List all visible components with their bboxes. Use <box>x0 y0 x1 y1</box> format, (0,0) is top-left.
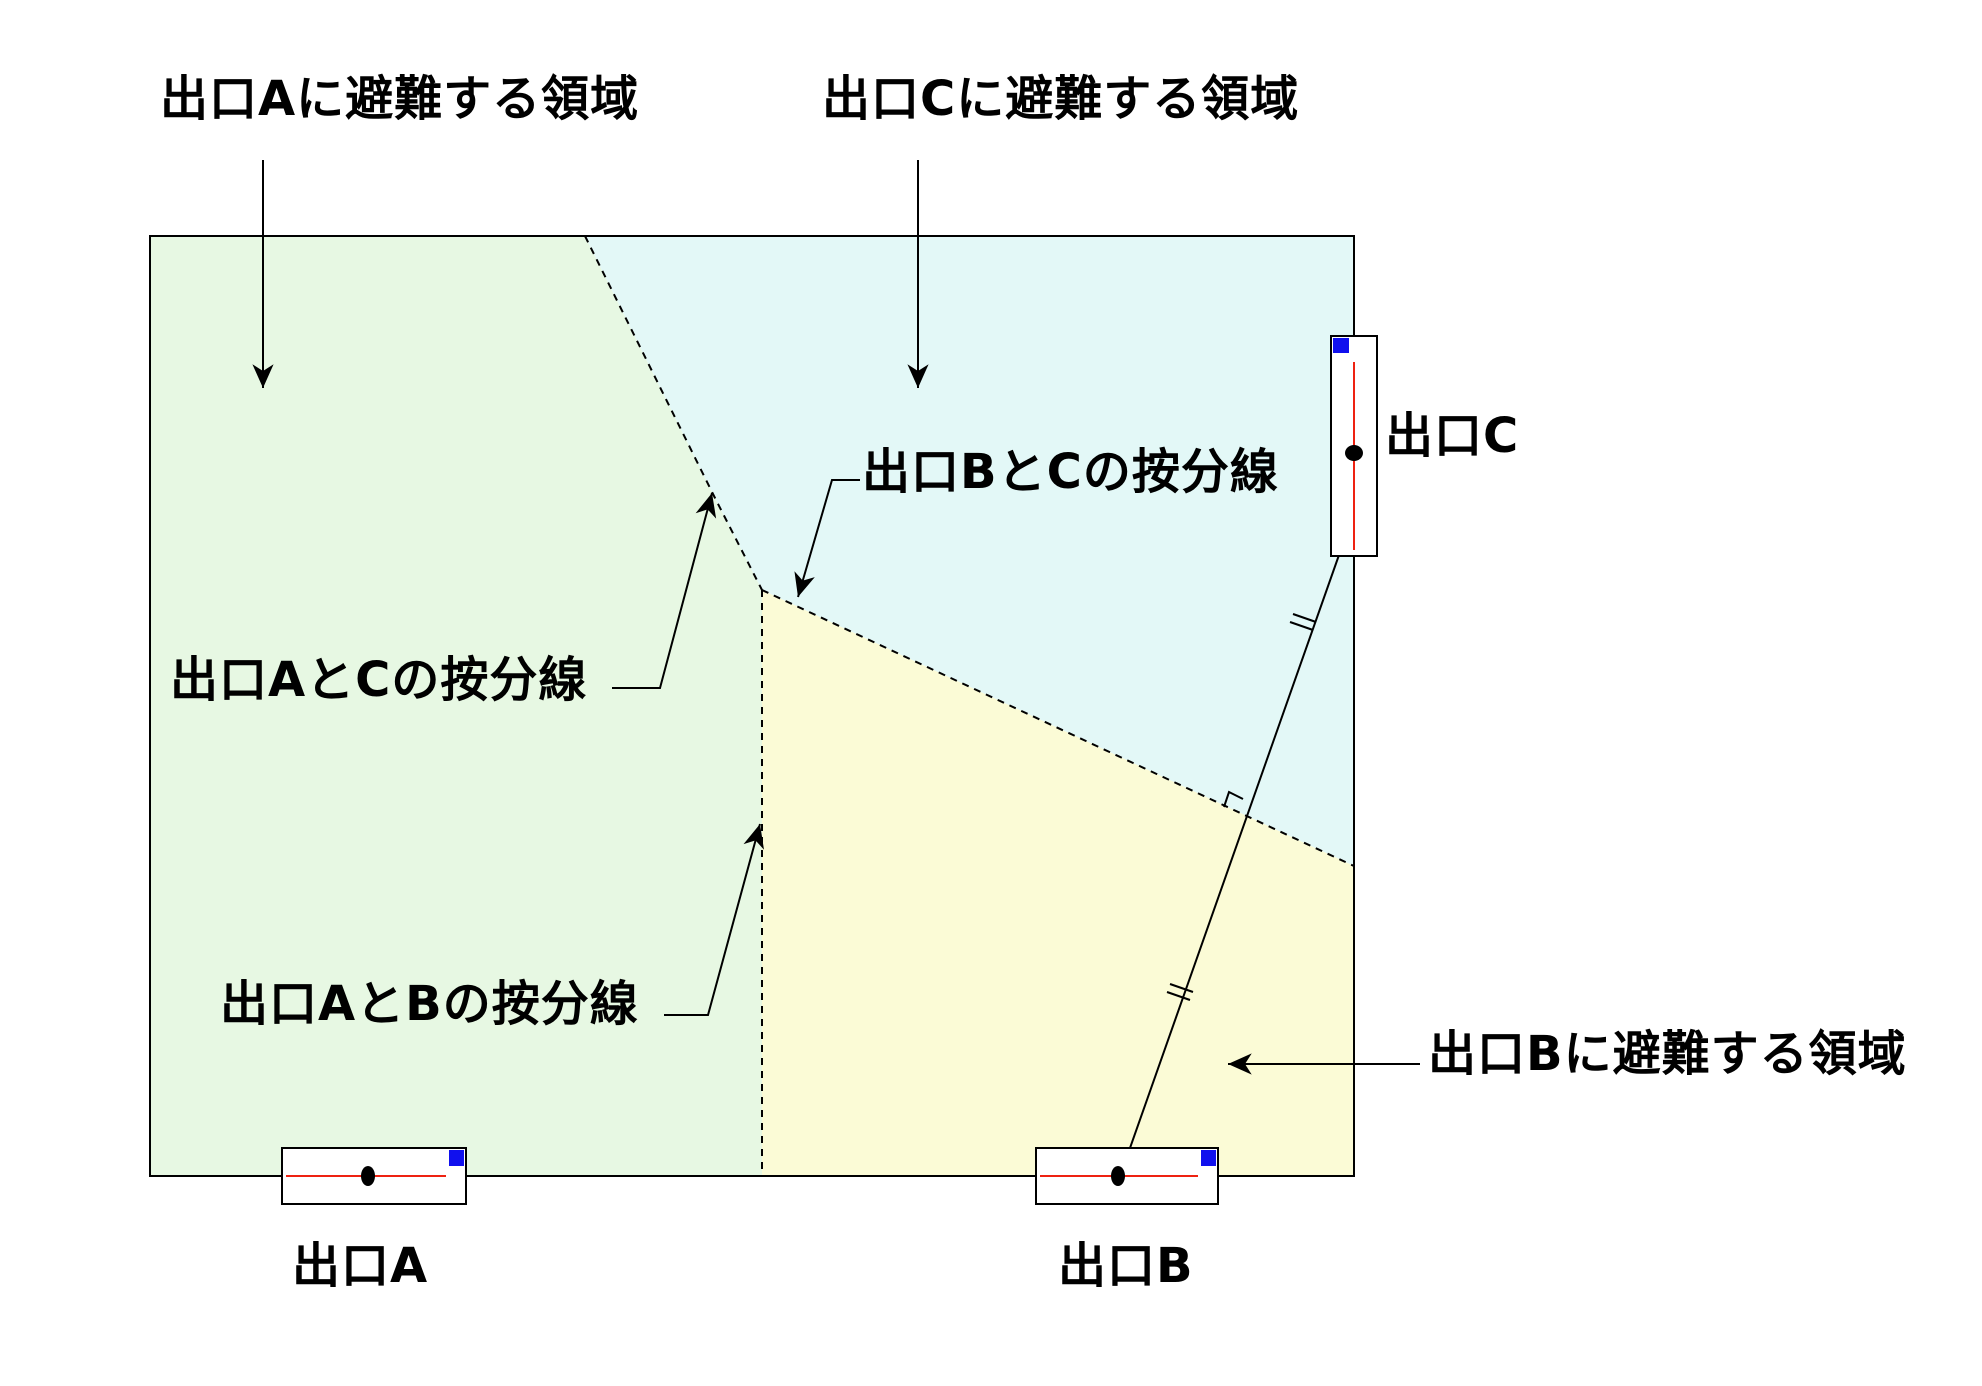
exit-b-door <box>1035 1147 1219 1205</box>
label-exit-c: 出口C <box>1385 408 1520 464</box>
region-exit-a <box>150 236 762 1176</box>
exit-b-center-dot <box>1111 1166 1125 1186</box>
exit-c-center-dot <box>1345 445 1363 461</box>
arrow-division-ab-head <box>743 824 764 850</box>
label-region-exit-a: 出口Aに避難する領域 <box>160 71 640 127</box>
exit-c-corner-marker <box>1333 338 1349 353</box>
label-division-bc: 出口BとCの按分線 <box>862 444 1279 500</box>
arrow-region-a-head <box>252 364 274 388</box>
label-exit-a: 出口A <box>292 1238 429 1294</box>
label-exit-b: 出口B <box>1058 1238 1194 1294</box>
exit-a-door <box>281 1147 467 1205</box>
label-division-ab: 出口AとBの按分線 <box>220 976 639 1032</box>
region-exit-c <box>585 236 1354 866</box>
label-region-exit-c: 出口Cに避難する領域 <box>822 71 1300 127</box>
arrows <box>252 160 1420 1075</box>
region-exit-b <box>762 590 1354 1176</box>
arrow-division-bc-head <box>794 571 815 597</box>
label-region-exit-b: 出口Bに避難する領域 <box>1428 1026 1907 1082</box>
label-division-ac: 出口AとCの按分線 <box>170 652 588 708</box>
exit-a-center-dot <box>361 1166 375 1186</box>
exit-c-door <box>1330 335 1378 557</box>
right-angle-marker <box>1223 790 1244 808</box>
division-line-bc <box>761 589 1355 867</box>
arrow-region-c-head <box>907 364 929 388</box>
arrow-region-b-head <box>1228 1053 1252 1075</box>
division-line-ac <box>584 235 763 591</box>
exit-a-corner-marker <box>449 1150 464 1166</box>
tick-mark-lower <box>1166 983 1194 1001</box>
arrow-division-bc <box>797 479 860 598</box>
arrow-division-ac-head <box>695 493 717 519</box>
tick-mark-upper <box>1289 613 1317 631</box>
arrow-division-ab <box>664 823 761 1016</box>
arrow-division-ac <box>612 492 713 689</box>
building-outline <box>149 235 1355 1177</box>
exit-b-corner-marker <box>1201 1150 1216 1166</box>
connector-b-c <box>1129 554 1340 1149</box>
